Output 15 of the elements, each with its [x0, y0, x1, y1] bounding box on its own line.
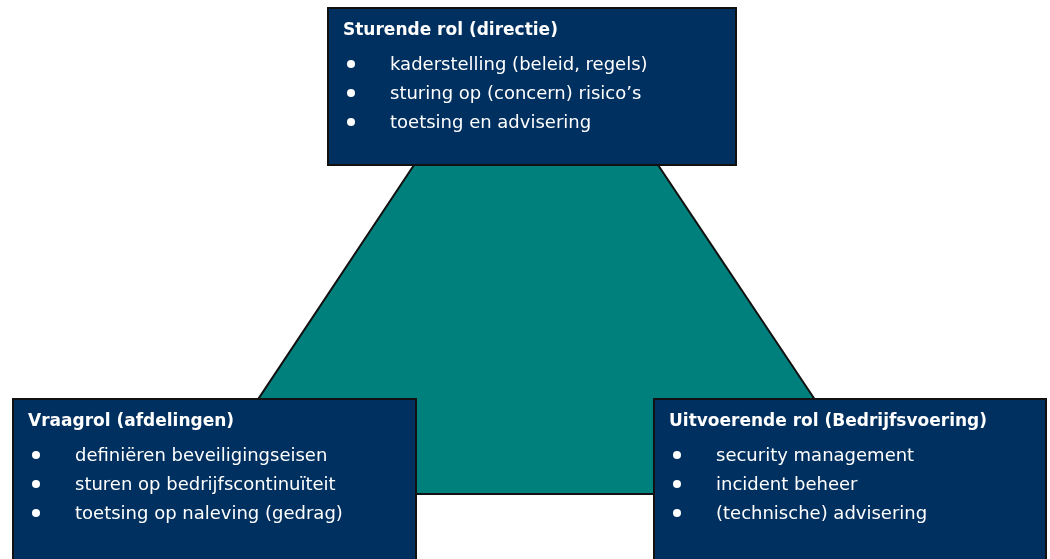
- bullet-text: (technische) advisering: [716, 502, 928, 523]
- bullet-text: sturen op bedrijfscontinuïteit: [75, 473, 336, 494]
- bullet-text: security management: [716, 444, 915, 465]
- bullet-text: definiëren beveiligingseisen: [75, 444, 328, 465]
- bullet-text: toetsing en advisering: [390, 111, 592, 132]
- box-heading: Sturende rol (directie): [343, 19, 559, 39]
- bullet-text: sturing op (concern) risico’s: [390, 82, 642, 103]
- box-heading: Vraagrol (afdelingen): [28, 410, 236, 430]
- role-box: [653, 398, 1047, 559]
- box-heading: Uitvoerende rol (Bedrijfsvoering): [669, 410, 988, 430]
- role-box: [12, 398, 417, 559]
- bullet-text: kaderstelling (beleid, regels): [390, 53, 648, 74]
- bullet-text: incident beheer: [716, 473, 858, 494]
- bullet-text: toetsing op naleving (gedrag): [75, 502, 343, 523]
- role-box: [327, 7, 737, 166]
